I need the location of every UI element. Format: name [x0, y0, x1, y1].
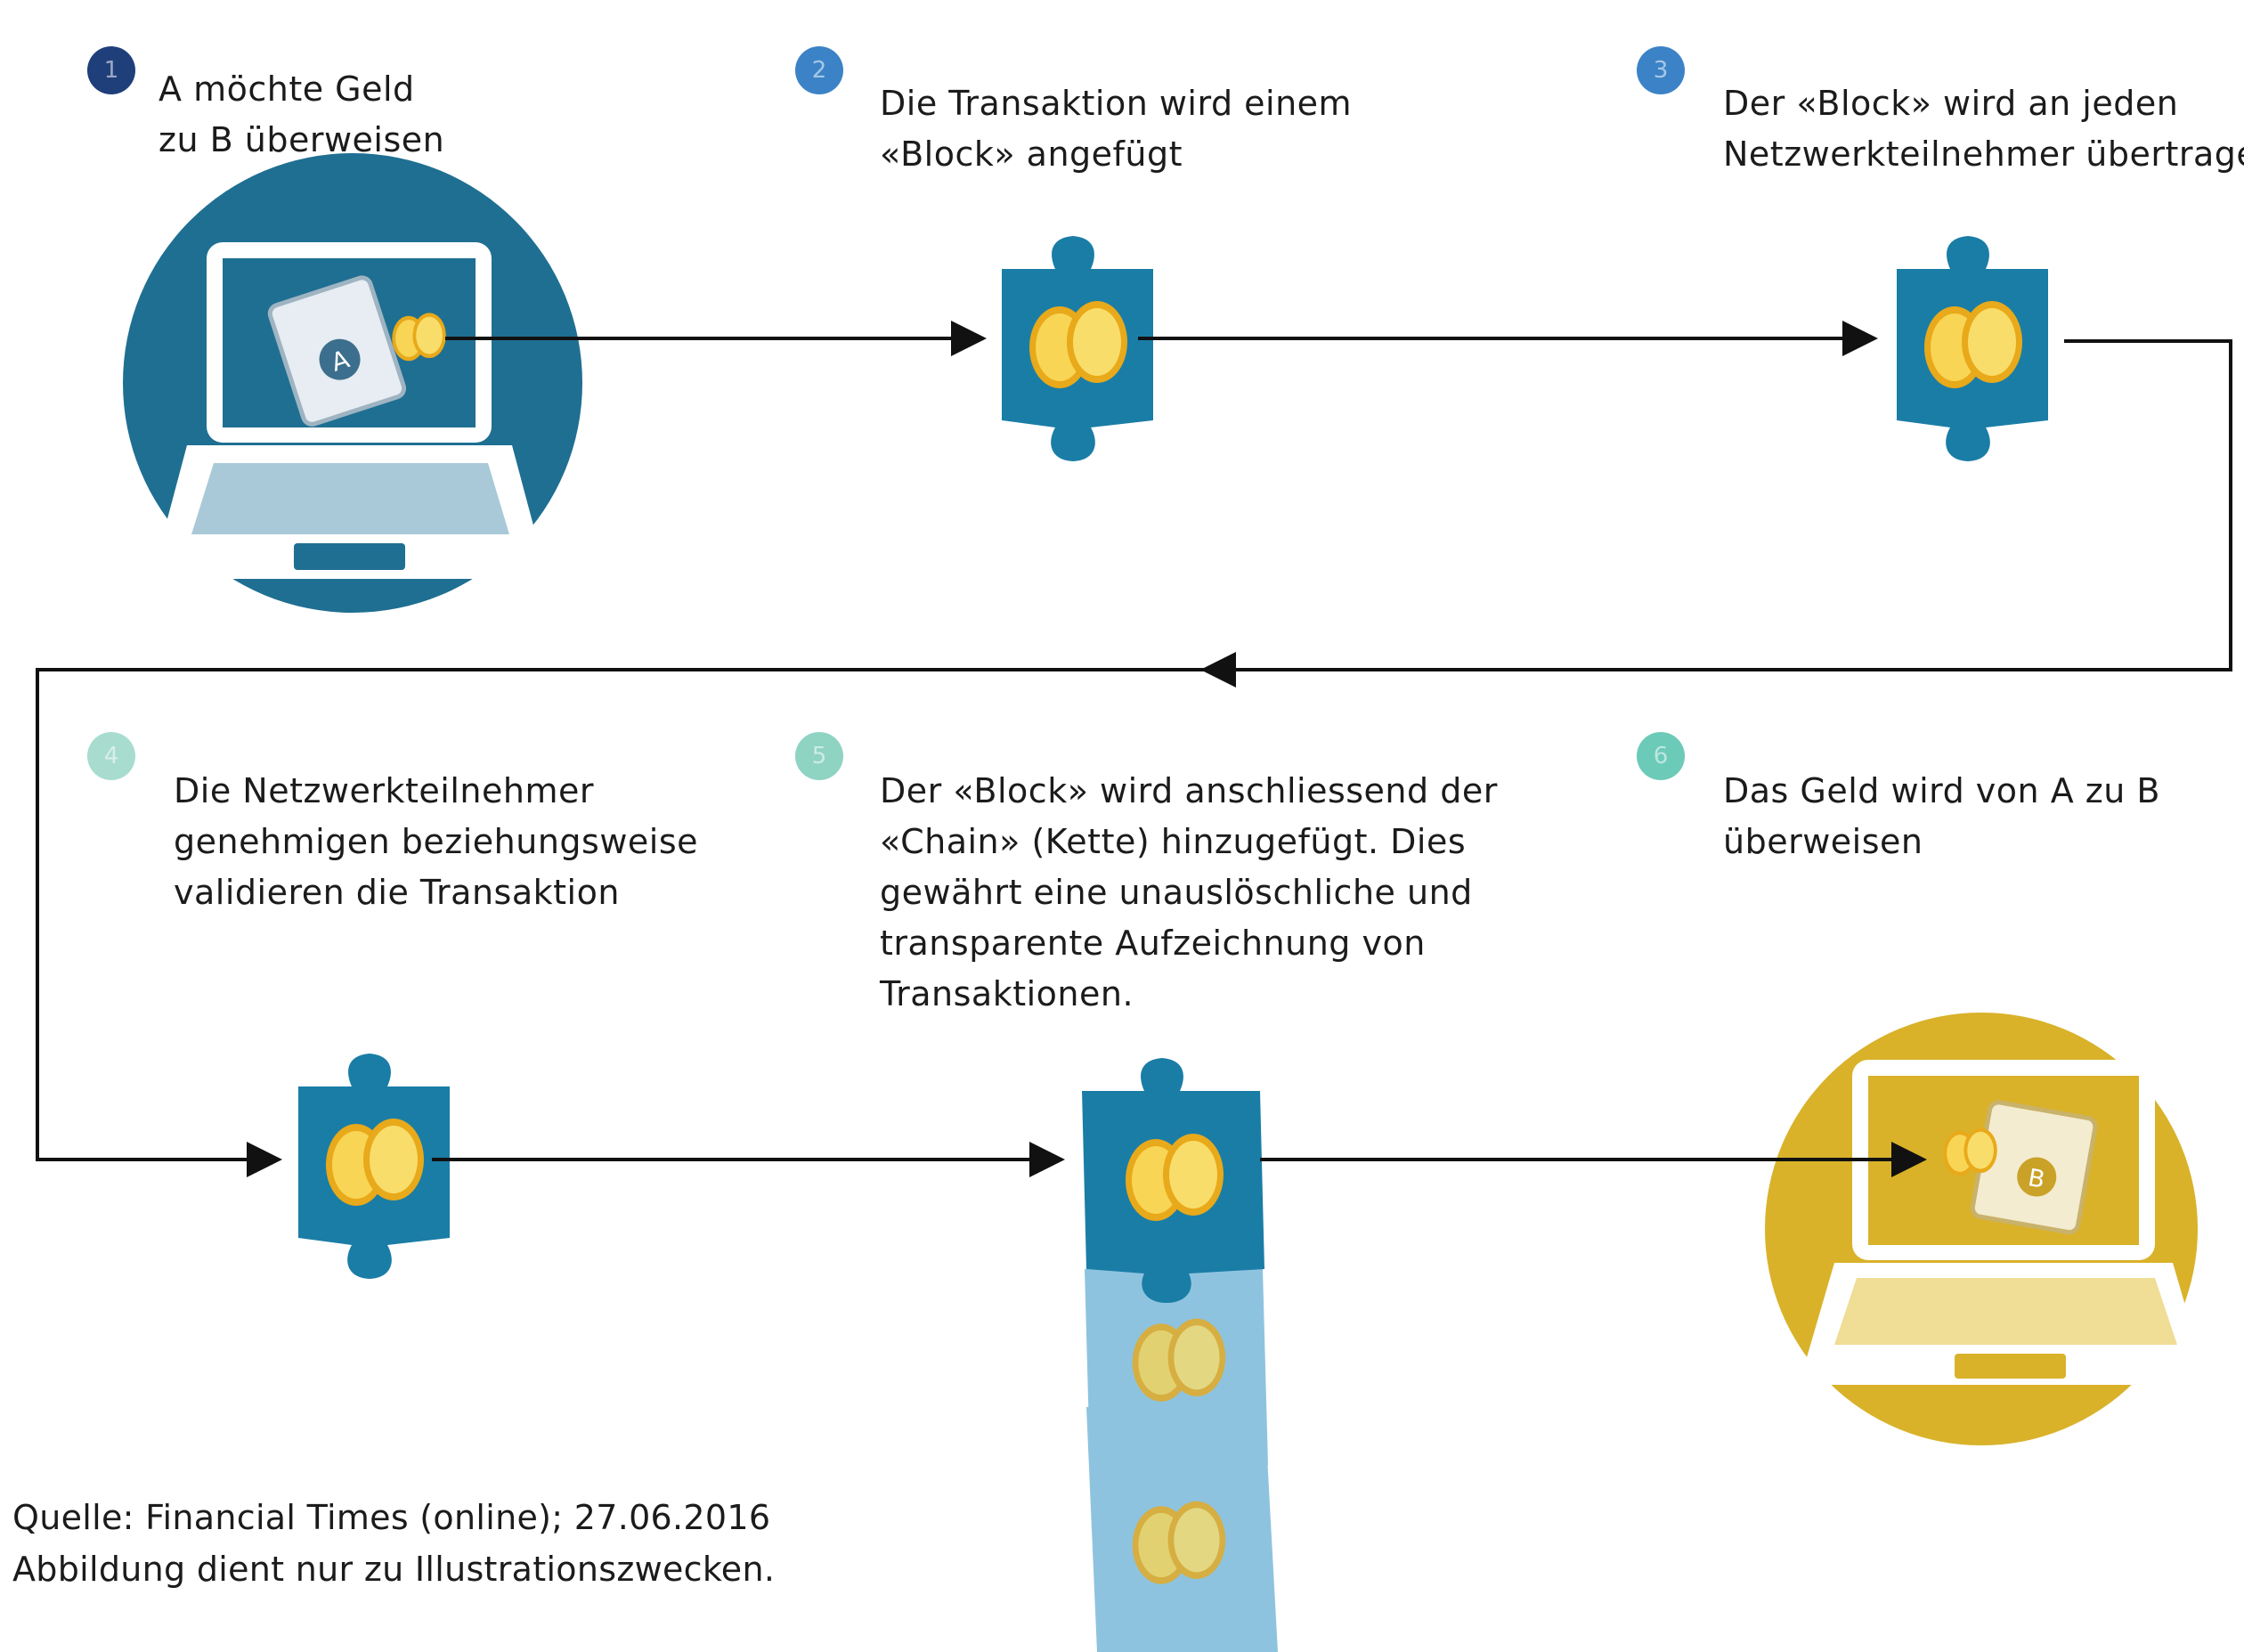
coin-icon — [392, 313, 446, 362]
step-5-badge: 5 — [795, 732, 843, 780]
step-3-badge: 3 — [1637, 46, 1685, 94]
step-5-label: Der «Block» wird anschliessend der «Chai… — [880, 766, 1498, 1020]
wallet-icon: A — [267, 275, 407, 427]
step-3-label: Der «Block» wird an jeden Netzwerkteilne… — [1723, 78, 2244, 180]
step-2-label: Die Transaktion wird einem «Block» angef… — [880, 78, 1352, 180]
step-3-line: Netzwerkteilnehmer übertragen — [1723, 134, 2244, 174]
step-4-label: Die Netzwerkteilnehmer genehmigen bezieh… — [174, 766, 698, 918]
receiver-laptop-icon: B — [1765, 1013, 2208, 1445]
arrow-3-to-return — [1200, 339, 2232, 688]
step-5-line: «Chain» (Kette) hinzugefügt. Dies — [880, 822, 1467, 861]
puzzle-block-icon — [1002, 236, 1153, 461]
source-line-2: Abbildung dient nur zu Illustrationszwec… — [12, 1550, 776, 1589]
step-6-label: Das Geld wird von A zu B überweisen — [1723, 766, 2160, 867]
sender-laptop-icon: A — [123, 153, 582, 613]
puzzle-block-icon — [298, 1054, 450, 1279]
step-1-badge: 1 — [87, 46, 135, 94]
step-5-line: Der «Block» wird anschliessend der — [880, 771, 1498, 810]
step-5-line: transparente Aufzeichnung von — [880, 924, 1426, 963]
step-5-line: gewährt eine unauslöschliche und — [880, 873, 1473, 912]
coin-icon — [1943, 1127, 1997, 1176]
step-4-line: genehmigen beziehungsweise — [174, 822, 699, 861]
step-2-badge: 2 — [795, 46, 843, 94]
step-2-line: «Block» angefügt — [880, 134, 1183, 174]
step-5-line: Transaktionen. — [880, 974, 1134, 1013]
step-3-line: Der «Block» wird an jeden — [1723, 84, 2179, 123]
step-6-badge: 6 — [1637, 732, 1685, 780]
step-1-label: A möchte Geld zu B überweisen — [159, 64, 444, 166]
arrow-return-to-4 — [36, 668, 1204, 1177]
step-4-line: validieren die Transaktion — [174, 873, 620, 912]
step-6-line: Das Geld wird von A zu B — [1723, 771, 2160, 810]
blockchain-stack-icon — [1082, 1058, 1278, 1652]
source-line-1: Quelle: Financial Times (online); 27.06.… — [12, 1498, 771, 1537]
wallet-icon: B — [1970, 1100, 2098, 1235]
flow-arrows — [36, 321, 2232, 1177]
puzzle-block-icon — [1897, 236, 2048, 461]
step-4-line: Die Netzwerkteilnehmer — [174, 771, 594, 810]
step-2-line: Die Transaktion wird einem — [880, 84, 1353, 123]
step-1-line: zu B überweisen — [159, 120, 445, 159]
step-6-line: überweisen — [1723, 822, 1923, 861]
receiver-letter: B — [2026, 1164, 2047, 1194]
step-1-line: A möchte Geld — [159, 69, 415, 109]
step-4-badge: 4 — [87, 732, 135, 780]
source-note: Quelle: Financial Times (online); 27.06.… — [12, 1492, 775, 1595]
